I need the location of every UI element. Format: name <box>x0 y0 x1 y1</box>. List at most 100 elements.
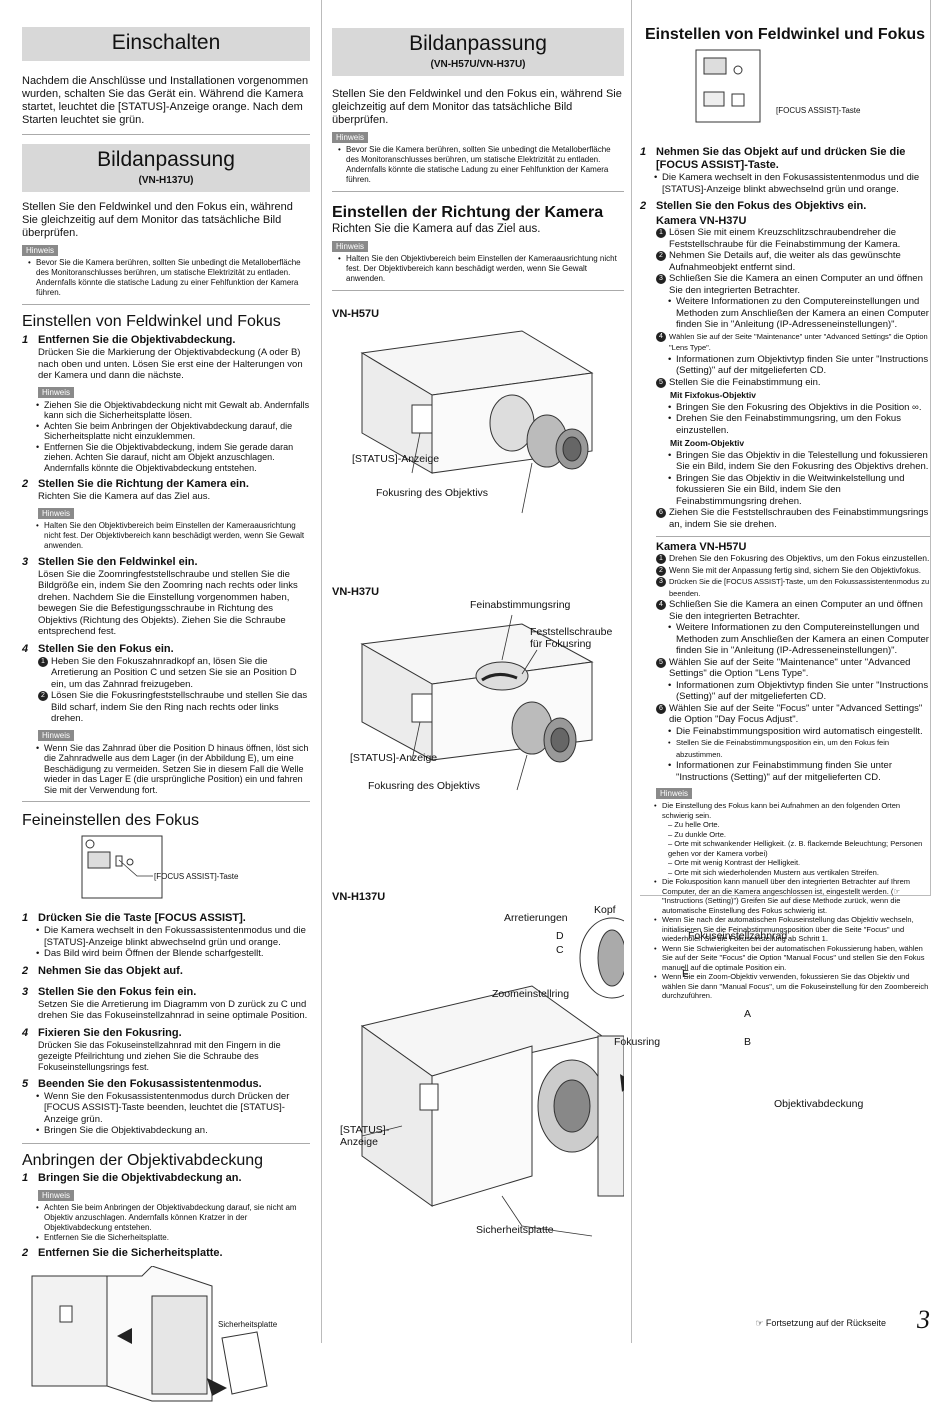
einschalten-text: Nachdem die Anschlüsse und Installatione… <box>22 75 309 126</box>
richtung-heading: Einstellen der Richtung der Kamera <box>332 204 604 221</box>
hinweis-list: Bevor Sie die Kamera berühren, sollten S… <box>22 258 310 298</box>
step-4-notes: Wenn Sie das Zahnrad über die Position D… <box>22 743 310 796</box>
number-1-icon: 1 <box>656 554 666 564</box>
step-1-title: Entfernen Sie die Objektivabdeckung. <box>38 334 236 346</box>
focus-assist-figure-2: [FOCUS ASSIST]-Taste <box>640 44 930 124</box>
note-item: Entfernen Sie die Sicherheitsplatte. <box>36 1233 310 1243</box>
note-item: Wenn Sie nach der automatischen Fokusein… <box>654 915 930 944</box>
fein-step-item: Das Bild wird beim Öffnen der Blende sch… <box>36 948 310 960</box>
einschalten-banner: Einschalten <box>22 27 310 61</box>
feineinstellen-heading: Feineinstellen des Fokus <box>22 812 199 829</box>
focus-assist-label-2: [FOCUS ASSIST]-Taste <box>776 106 861 115</box>
number-1-icon: 1 <box>656 228 666 238</box>
h57-item: Wählen Sie auf der Seite "Maintenance" u… <box>669 656 911 680</box>
camera-h57u-drawing <box>360 330 594 514</box>
note-item: Wenn Sie das Zahnrad über die Position D… <box>36 743 310 796</box>
bildanpassung2-title: Bildanpassung <box>409 32 547 55</box>
column-divider-right <box>631 0 632 1343</box>
safety-plate-label: Sicherheitsplatte <box>218 1319 278 1329</box>
note-item: Ziehen Sie die Objektivabdeckung nicht m… <box>36 400 310 421</box>
camera-h37u-drawing <box>360 614 594 791</box>
place-item: – Orte mit schwankender Helligkeit. (z. … <box>668 839 923 858</box>
h57-item: Schließen Sie die Kamera an einen Comput… <box>669 599 923 622</box>
number-2-icon: 2 <box>656 251 666 261</box>
fein-step-5-items: Wenn Sie den Fokusassistentenmodus durch… <box>22 1091 310 1137</box>
divider <box>656 536 930 537</box>
note-item: Wenn Sie Schwierigkeiten bei der automat… <box>654 944 930 973</box>
richtung-text: Richten Sie die Kamera auf das Ziel aus. <box>332 223 541 235</box>
h137u-label: VN-H137U <box>332 891 386 903</box>
number-2-icon: 2 <box>38 691 48 701</box>
safety-plate-figure: Sicherheitsplatte <box>22 1260 310 1405</box>
h37-item: Lösen Sie mit einem Kreuzschlitzschraube… <box>669 227 901 250</box>
number-6-icon: 6 <box>656 508 666 518</box>
h37-camera-title: Kamera VN-H37U <box>656 215 747 227</box>
note-item: Wenn Sie ein Zoom-Objektiv verwenden, fo… <box>654 972 930 1001</box>
divider <box>22 1142 310 1144</box>
pointer-line <box>118 859 153 877</box>
hinweis-badge: Hinweis <box>332 132 369 143</box>
note-item: Halten Sie den Objektivbereich beim Eins… <box>338 254 624 284</box>
fein-step-item: Bringen Sie die Objektivabdeckung an. <box>36 1125 310 1137</box>
h57-item: Wählen Sie auf der Seite "Focus" unter "… <box>669 702 923 726</box>
status-indicator-label-3: [STATUS]-Anzeige <box>340 1124 390 1148</box>
fein-step-5-title: Beenden Sie den Fokusassistentenmodus. <box>38 1077 262 1090</box>
fein-step-3-title: Stellen Sie den Fokus fein ein. <box>38 985 197 998</box>
h57-subitem: Informationen zum Objektivtyp finden Sie… <box>668 680 930 703</box>
fein-step-4-title: Fixieren Sie den Fokusring. <box>38 1026 182 1039</box>
zoom-lens-title: Mit Zoom-Objektiv <box>670 438 745 448</box>
camera-rear-icon <box>81 835 163 899</box>
focus-ring-label-2: Fokusring des Objektivs <box>368 780 481 792</box>
note-text: Die Einstellung des Fokus kann bei Aufna… <box>662 801 901 820</box>
fein-step-item: Die Kamera wechselt in den Fokussassiste… <box>36 925 310 948</box>
h37-item: Nehmen Sie Details auf, die weiter als d… <box>669 250 901 273</box>
hinweis-badge: Hinweis <box>656 788 693 799</box>
middle-column: Bildanpassung (VN-H57U/VN-H37U) Stellen … <box>332 0 863 1326</box>
anb-notes: Achten Sie beim Anbringen der Objektivab… <box>22 1203 310 1243</box>
h37-item: Schließen Sie die Kamera an einen Comput… <box>669 273 923 296</box>
richtung-notes: Halten Sie den Objektivbereich beim Eins… <box>332 254 624 284</box>
h57-item: Drehen Sie den Fokusring des Objektivs, … <box>669 553 930 563</box>
h57-subitem: Weitere Informationen zu den Computerein… <box>668 622 930 657</box>
h37-subitem: Weitere Informationen zu den Computerein… <box>668 296 930 331</box>
h57u-label: VN-H57U <box>332 308 380 320</box>
h37-item: Ziehen Sie die Feststellschrauben des Fe… <box>669 507 929 530</box>
hinweis-badge: Hinweis <box>38 729 75 741</box>
note-item: Halten Sie den Objektivbereich beim Eins… <box>36 521 310 551</box>
camera-cover-drawing <box>31 1265 268 1401</box>
step-2-title: Stellen Sie die Richtung der Kamera ein. <box>38 478 249 490</box>
zoom-item: Bringen Sie das Objektiv in die Telestel… <box>668 450 930 473</box>
bildanpassung2-banner: Bildanpassung (VN-H57U/VN-H37U) <box>332 28 624 76</box>
page-number: 3 <box>917 1305 930 1334</box>
sicherheitsplatte-label: Sicherheitsplatte <box>476 1224 554 1236</box>
c-label: C <box>556 944 564 956</box>
kopf-label: Kopf <box>594 904 616 916</box>
place-item: – Zu helle Orte. <box>668 820 720 829</box>
h57-subitem: Die Feinabstimmungsposition wird automat… <box>668 726 930 738</box>
bildanpassung-banner: Bildanpassung (VN-H137U) <box>22 144 310 192</box>
fix-item: Drehen Sie den Feinabstimmungsring, um d… <box>668 413 930 436</box>
status-indicator-label: [STATUS]-Anzeige <box>352 453 440 465</box>
h37-subitem: Informationen zum Objektivtyp finden Sie… <box>668 354 930 377</box>
right-heading: Einstellen von Feldwinkel und Fokus <box>644 26 926 43</box>
fix-item: Bringen Sie den Fokusring des Objektivs … <box>668 402 930 414</box>
step-3-title: Stellen Sie den Feldwinkel ein. <box>38 555 198 568</box>
step-4-item: Lösen Sie die Fokusringfeststellschraube… <box>51 690 308 724</box>
h57-subitem: Informationen zur Feinabstimmung finden … <box>668 760 930 783</box>
fein-step-1-items: Die Kamera wechselt in den Fokussassiste… <box>22 925 310 960</box>
hinweis-badge: Hinweis <box>38 507 75 519</box>
fokusring-label: Fokusring <box>614 1036 661 1048</box>
step-3-text: Lösen Sie die Zoomringfeststellschraube … <box>38 568 298 638</box>
h37u-figure: Feinabstimmungsring Feststellschraube fü… <box>332 596 624 906</box>
a-label: A <box>744 1008 752 1020</box>
d-label: D <box>556 930 564 942</box>
zoom-item: Bringen Sie das Objektiv in die Weitwink… <box>668 473 930 508</box>
